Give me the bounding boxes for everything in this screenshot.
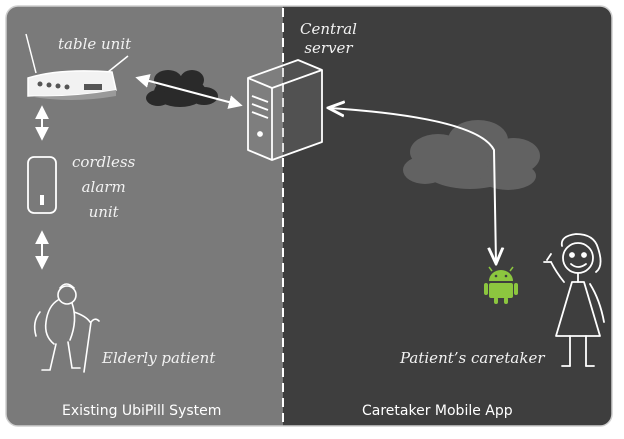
label-table-unit: table unit xyxy=(58,35,132,53)
cordless-alarm-icon xyxy=(27,156,57,214)
label-cordless-line1: cordless xyxy=(72,153,136,171)
arrow-server-app xyxy=(330,108,496,262)
arrow-table-server xyxy=(135,74,243,109)
table-unit-icon xyxy=(25,33,129,100)
label-patients-caretaker: Patient’s caretaker xyxy=(400,349,545,367)
label-cordless-line3: unit xyxy=(88,203,119,221)
caretaker-icon xyxy=(543,233,605,367)
caption-mobile-app: Caretaker Mobile App xyxy=(362,403,513,419)
android-icon xyxy=(484,266,518,304)
frame-border xyxy=(5,5,613,427)
server-icon xyxy=(247,59,323,161)
label-cordless-alarm-unit: cordless alarm unit xyxy=(72,153,135,222)
elderly-patient-icon xyxy=(33,283,100,373)
label-central-line2: server xyxy=(304,39,353,57)
label-central-line1: Central xyxy=(300,20,357,38)
label-cordless-line2: alarm xyxy=(81,178,126,196)
label-elderly-patient: Elderly patient xyxy=(102,349,216,367)
caption-existing-system: Existing UbiPill System xyxy=(62,403,222,419)
label-central-server: Central server xyxy=(300,20,357,58)
